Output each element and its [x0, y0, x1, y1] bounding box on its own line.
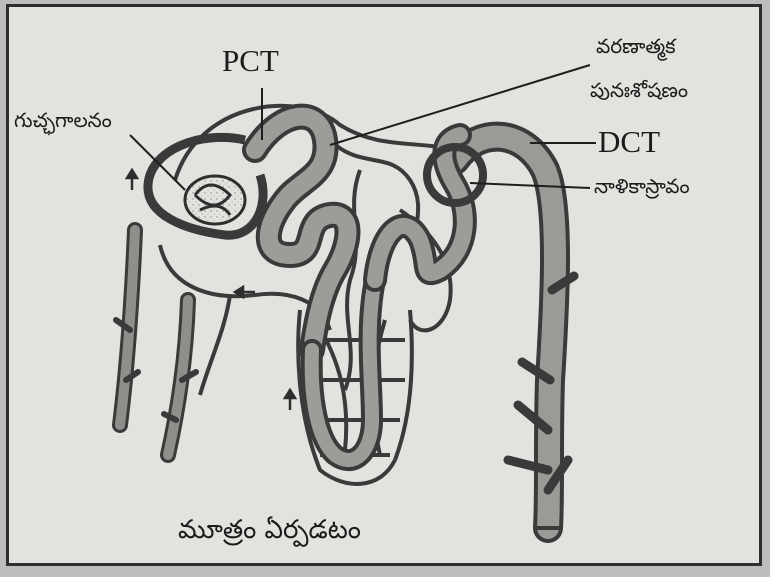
leader-lines — [130, 65, 596, 190]
pct-label: PCT — [222, 45, 279, 76]
figure-caption: మూత్రం ఏర్పడటం — [178, 517, 361, 543]
dct-label: DCT — [598, 126, 660, 157]
tubular-secretion-label: నాళికాస్రావం — [594, 176, 690, 196]
reabsorption-label-line1: వరణాత్మక — [596, 36, 676, 56]
glomerulus-tuft — [185, 176, 245, 224]
secretion-leader — [470, 183, 590, 188]
glomerulus-label: గుచ్ఛగాలనం — [14, 110, 112, 130]
renal-artery — [116, 230, 138, 425]
reabsorption-label-line2: పునఃశోషణం — [590, 80, 688, 100]
peritubular-capillaries — [160, 106, 451, 484]
renal-vein — [164, 300, 196, 455]
